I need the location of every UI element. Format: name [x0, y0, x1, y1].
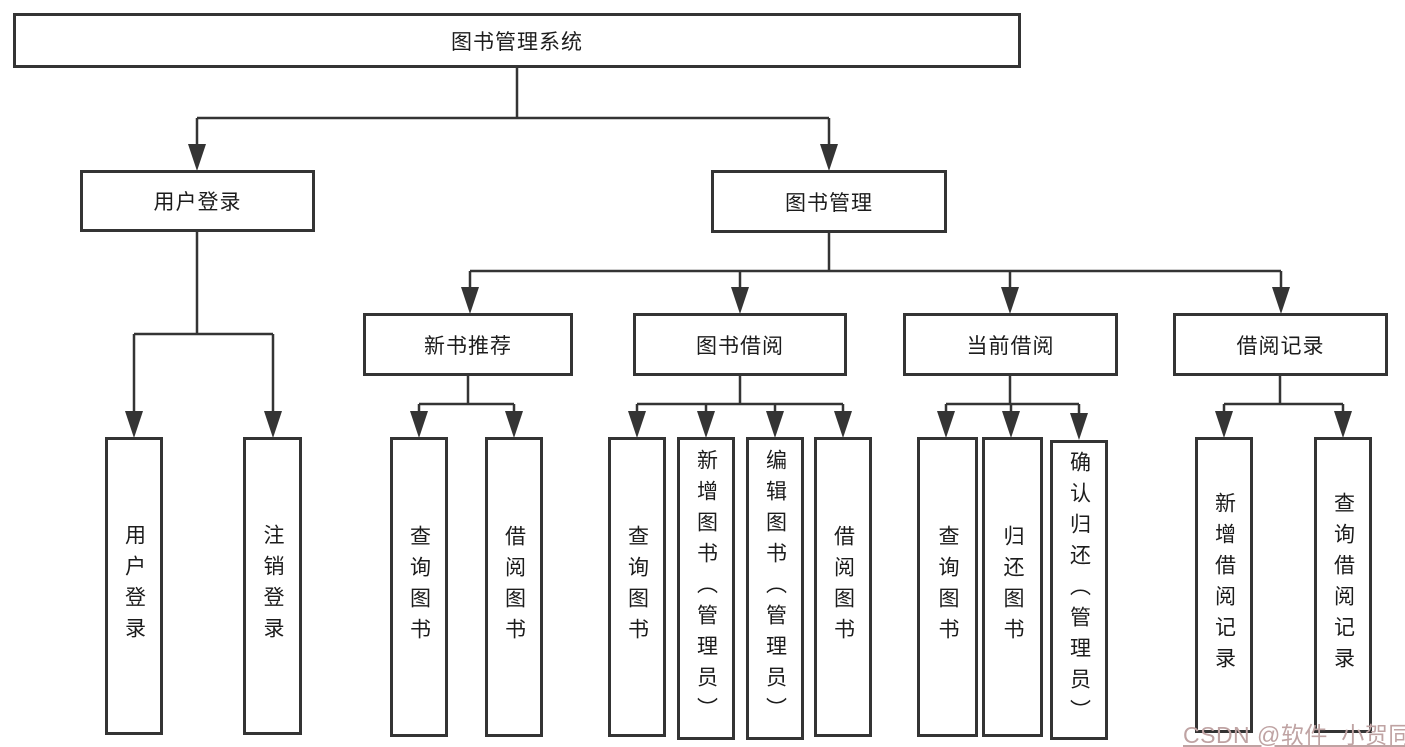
- node-new-book-recommend: 新书推荐: [363, 313, 573, 376]
- node-current-borrow: 当前借阅: [903, 313, 1118, 376]
- leaf-logout: 注销登录: [243, 437, 302, 735]
- leaf-query-books-recommend: 查询图书: [390, 437, 448, 737]
- leaf-borrow-books-recommend: 借阅图书: [485, 437, 543, 737]
- leaf-add-book-admin: 新增图书（管理员）: [677, 437, 735, 740]
- leaf-query-books-borrow: 查询图书: [608, 437, 666, 737]
- node-library-system: 图书管理系统: [13, 13, 1021, 68]
- watermark: CSDN @软件_小贺同学: [1183, 722, 1405, 747]
- leaf-confirm-return-admin: 确认归还（管理员）: [1050, 440, 1108, 740]
- leaf-return-book: 归还图书: [982, 437, 1043, 737]
- node-user-login: 用户登录: [80, 170, 315, 232]
- node-book-management: 图书管理: [711, 170, 947, 233]
- leaf-edit-book-admin: 编辑图书（管理员）: [746, 437, 804, 740]
- node-borrow-records: 借阅记录: [1173, 313, 1388, 376]
- leaf-query-books-current: 查询图书: [917, 437, 978, 737]
- node-book-borrow: 图书借阅: [633, 313, 847, 376]
- leaf-query-borrow-record: 查询借阅记录: [1314, 437, 1372, 733]
- leaf-add-borrow-record: 新增借阅记录: [1195, 437, 1253, 733]
- leaf-user-login: 用户登录: [105, 437, 163, 735]
- leaf-borrow-books: 借阅图书: [814, 437, 872, 737]
